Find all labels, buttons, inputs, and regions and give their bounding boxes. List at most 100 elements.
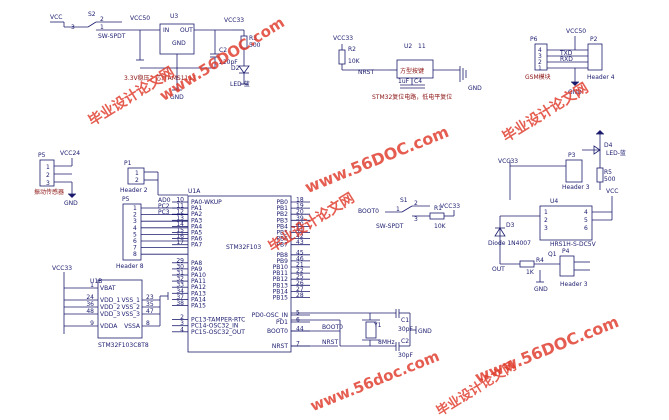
mcu-right-num-6: 42: [296, 233, 304, 240]
mcu-left-pin-6: PA6: [191, 236, 202, 243]
boot-vcc33-label: VCC33: [440, 203, 460, 210]
header-p1-ref: P1: [124, 160, 132, 167]
vib-sensor-label: 振动传感器: [34, 188, 64, 196]
header-p5-pin-5: 5: [133, 231, 137, 238]
crystal-nrst-net: NRST: [322, 339, 338, 346]
regulator-out-pin: OUT: [180, 27, 193, 34]
u1b-right-pin-1: VSS_2: [121, 304, 140, 311]
relay-pin-6: 6: [584, 225, 588, 232]
cap-c2b-value: 30pF: [398, 352, 413, 359]
mcu-right-pin-11: PB11: [273, 270, 289, 277]
gsm-pin-1: 1: [538, 65, 542, 72]
regulator-gnd-pin: GND: [172, 40, 186, 47]
mcu-right-pin-17: PD1: [276, 319, 288, 326]
mcu-right-num-15: 28: [296, 292, 304, 299]
relay-q1-ref: Q1: [548, 251, 557, 258]
header-p5-ref: P5: [122, 196, 130, 203]
mcu-ref: U1A: [188, 188, 201, 195]
mcu-left-num-6: 16: [176, 233, 184, 240]
mcu-right-num-18: 44: [296, 326, 304, 333]
mcu-right-num-10: 21: [296, 262, 304, 269]
mcu-net-pc3: PC3: [158, 209, 170, 216]
cap-c2b-ref: C2: [401, 338, 409, 345]
switch-s2-type: SW-SPDT: [98, 33, 126, 40]
mcu-right-pin-4: PB4: [276, 223, 288, 230]
mcu-left-pins: PA0-WKUP10PA111PA212PA313PA414PA515PA616…: [172, 197, 245, 336]
header-p5-pin-4: 4: [133, 225, 137, 232]
mcu-right-num-9: 46: [296, 255, 304, 262]
mcu-right-num-1: 19: [296, 203, 304, 210]
vib-pin-3: 3: [46, 180, 50, 187]
s2-pin-2: 2: [100, 16, 104, 23]
schematic-canvas: VCC S2 SW-SPDT VCC50 U3 IN OUT GND VCC33…: [34, 11, 626, 359]
gsm-header4-label: Header 4: [587, 74, 615, 81]
mcu-left-pin-7: PA7: [191, 242, 202, 249]
gsm-vcc50-label: VCC50: [566, 28, 586, 35]
u1b-right-num-0: 23: [146, 294, 154, 301]
mcu-left-pin-8: PA8: [191, 260, 202, 267]
mcu-right-num-14: 27: [296, 286, 304, 293]
mcu-left-pin-14: PA14: [191, 296, 206, 303]
mcu-right-pin-13: PB13: [273, 282, 289, 289]
boot-s1-ref: S1: [400, 197, 408, 204]
u1b-vcc33-label: VCC33: [52, 265, 72, 272]
mcu-right-pin-12: PB12: [273, 276, 289, 283]
mcu-left-num-16: 2: [180, 314, 184, 321]
mcu-right-num-12: 25: [296, 274, 304, 281]
vib-p5-ref: P5: [38, 152, 46, 159]
res-r3-ref: R3: [249, 35, 257, 42]
relay-pin-3: 3: [544, 225, 548, 232]
relay-d4-ref: D4: [604, 142, 613, 149]
crystal-boot0-net: BOOT0: [322, 324, 343, 331]
s2-pin-3: 3: [71, 24, 75, 31]
relay-d3-ref: D3: [506, 222, 515, 229]
header-p5-pin-3: 3: [133, 218, 137, 225]
gsm-p6-ref: P6: [530, 36, 538, 43]
gsm-pin-3: 3: [538, 53, 542, 60]
mcu-left-num-18: 4: [180, 326, 184, 333]
mcu-left-num-9: 30: [176, 263, 184, 270]
mcu-right-num-5: 41: [296, 227, 304, 234]
mcu-left-num-8: 29: [176, 257, 184, 264]
mcu-left-pin-15: PA15: [191, 303, 206, 310]
u1b-right-pin-0: VSS_1: [121, 297, 140, 304]
mcu-left-pin-3: PA3: [191, 217, 202, 224]
header-p5-label: Header 8: [116, 263, 144, 270]
relay-p4-ref: P4: [562, 248, 570, 255]
boot-switch-type: SW-SPDT: [376, 223, 404, 230]
mcu-right-pin-14: PB14: [273, 288, 289, 295]
mcu-right-num-7: 43: [296, 239, 304, 246]
mcu-right-pin-8: PB8: [276, 252, 288, 259]
mcu-left-num-13: 34: [176, 288, 184, 295]
mcu-right-num-2: 20: [296, 209, 304, 216]
reset-vcc33-label: VCC33: [333, 35, 353, 42]
gsm-rxd-label: RXD: [560, 56, 573, 63]
reset-button-label: 方型按键: [400, 67, 424, 75]
mcu-right-pin-0: PB0: [276, 199, 288, 206]
gsm-module-label: GSM模块: [525, 73, 551, 81]
vib-pin-2: 2: [46, 172, 50, 179]
mcu-left-pin-9: PA9: [191, 266, 202, 273]
gsm-p2-ref: P2: [590, 36, 598, 43]
mcu-left-pin-16: PC13-TAMPER-RTC: [191, 317, 245, 324]
boot-r1-value: 10K: [434, 223, 447, 230]
reset-gnd-label: GND: [468, 85, 482, 92]
relay-vcc-label: VCC: [606, 188, 618, 195]
vcc50-net-label: VCC50: [130, 15, 150, 22]
res-r2-ref: R2: [348, 46, 356, 53]
mcu-left-num-5: 15: [176, 227, 184, 234]
mcu-right-pin-19: NRST: [272, 343, 288, 350]
header-p5-pin-1: 1: [133, 205, 137, 212]
gsm-txd-label: TXD: [559, 50, 573, 57]
cap-c1-value: 30pF: [398, 326, 413, 333]
mcu-net-pc2: PC2: [158, 203, 170, 210]
relay-gnd-label: GND: [534, 286, 548, 293]
reset-caption: STM32复位电路，低电平复位: [372, 93, 452, 101]
relay-u4-ref: U4: [550, 198, 558, 205]
regulator-ref: U3: [170, 13, 178, 20]
mcu-right-num-3: 39: [296, 215, 304, 222]
led-d2-ref: D2: [231, 65, 240, 72]
relay-pin-5: 5: [584, 217, 588, 224]
